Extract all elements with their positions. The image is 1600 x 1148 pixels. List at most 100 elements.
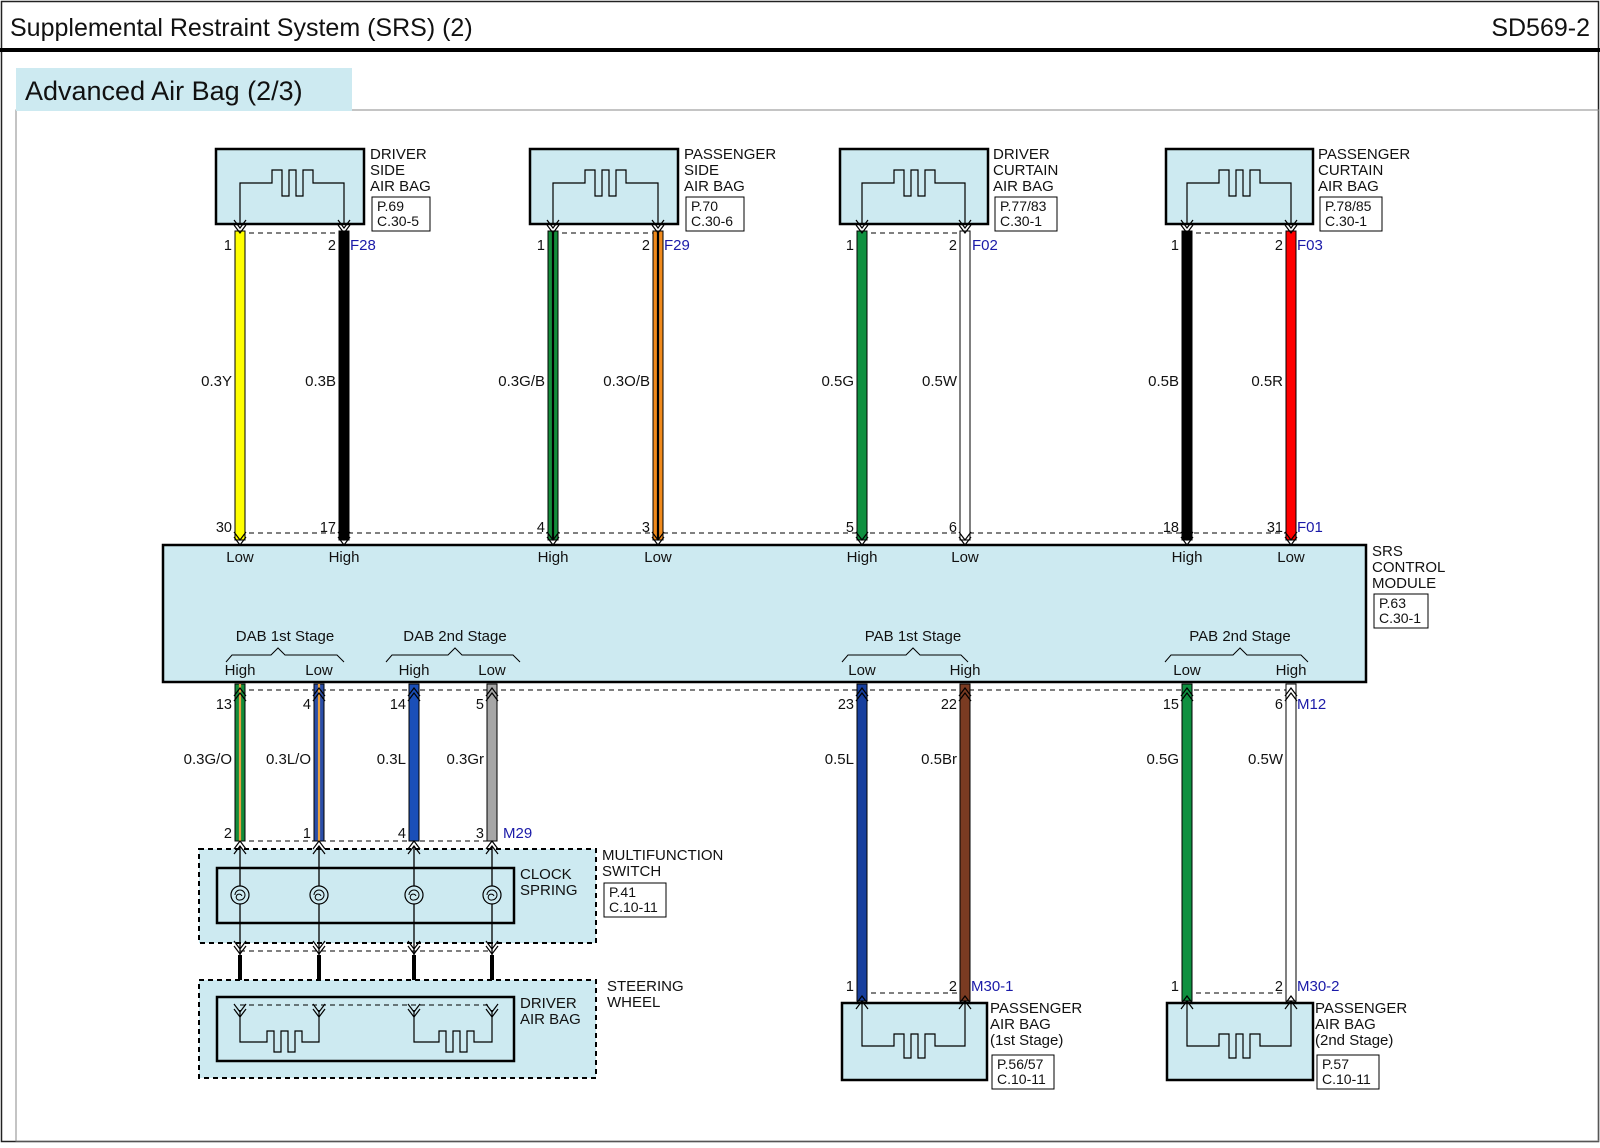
squib-symbol [1186, 169, 1292, 224]
ref-page: P.63 [1379, 595, 1406, 611]
wire-label: 0.5L [825, 751, 854, 768]
terminal-arrow-load [958, 995, 972, 1010]
pin-number: 22 [941, 697, 957, 713]
terminal-label: High [847, 549, 878, 566]
ref-box [1373, 593, 1429, 629]
component-name: PASSENGER CURTAIN AIR BAG [1318, 146, 1414, 195]
terminal-label: Low [951, 549, 979, 566]
squib-symbol [1186, 1003, 1292, 1059]
pin-number: 2 [1275, 979, 1283, 995]
pin-number: 1 [537, 238, 545, 254]
terminal-arrow-module [485, 687, 499, 702]
terminal-arrow-top [546, 219, 560, 234]
wire-u2 [338, 230, 350, 541]
terminal-arrow-load [1180, 995, 1194, 1010]
terminal-arrow-switch-in [233, 840, 247, 855]
terminal-arrow-module [312, 687, 326, 702]
pin-number: 3 [642, 520, 650, 536]
pin-number: 1 [1171, 979, 1179, 995]
ref-connector: C.30-5 [377, 213, 419, 229]
ref-box [1316, 1054, 1380, 1090]
wire-l2 [313, 683, 325, 842]
connector-f02: F02 [972, 237, 998, 254]
connector-m12: M12 [1297, 696, 1326, 713]
terminal-arrow-top [958, 219, 972, 234]
wire-u5 [856, 230, 868, 541]
wire-label: 0.5G [821, 373, 854, 390]
ref-connector: C.10-11 [1322, 1071, 1371, 1087]
terminal-arrow-module [1284, 687, 1298, 702]
wire-label: 0.5G [1146, 751, 1179, 768]
terminal-arrow-top [855, 219, 869, 234]
ref-box [371, 196, 431, 232]
wire-u1 [234, 230, 246, 541]
terminal-label: High [538, 549, 569, 566]
ref-page: P.57 [1322, 1056, 1349, 1072]
squib-symbol [552, 169, 659, 224]
terminal-label: High [329, 549, 360, 566]
terminal-label: Low [305, 662, 333, 679]
pin-number: 5 [476, 697, 484, 713]
passenger-curtain-air-bag: PASSENGER CURTAIN AIR BAG P.78/85 C.30-1 [1164, 146, 1414, 232]
wire-label: 0.3G/B [498, 373, 545, 390]
terminal-arrow-module [651, 531, 665, 546]
page-code: SD569-2 [1491, 14, 1590, 42]
pin-number: 14 [390, 697, 406, 713]
terminal-arrow-module [546, 531, 560, 546]
section-banner [16, 68, 352, 111]
component-name: MULTIFUNCTION SWITCH [602, 847, 728, 880]
pin-number: 30 [216, 520, 232, 536]
wire-label: 0.3O/B [603, 373, 650, 390]
wire-l4 [486, 683, 498, 842]
terminal-arrow-airbag [312, 1003, 326, 1018]
srs-control-module: SRS CONTROL MODULE P.63 C.30-1 [161, 543, 1449, 684]
terminal-arrow-top [1180, 219, 1194, 234]
group-label-dab2: DAB 2nd Stage [403, 628, 506, 645]
terminal-arrow-module [855, 531, 869, 546]
sheet-border [15, 109, 1600, 1142]
ref-connector: C.30-6 [691, 213, 733, 229]
wire-u7 [1181, 230, 1193, 541]
wire-label: 0.5Br [921, 751, 957, 768]
ref-page: P.77/83 [1000, 198, 1047, 214]
pin-number: 13 [216, 697, 232, 713]
ref-box [991, 1054, 1055, 1090]
wire-label: 0.5R [1251, 373, 1283, 390]
wire-label: 0.5W [922, 373, 958, 390]
ref-page: P.69 [377, 198, 404, 214]
terminal-label: High [950, 662, 981, 679]
terminals-layer: 1300.3YLow2170.3BHigh140.3G/BHigh230.3O/… [184, 219, 1306, 1018]
pin-number: 15 [1163, 697, 1179, 713]
terminal-arrow-top [233, 219, 247, 234]
component-name: DRIVER AIR BAG [520, 995, 581, 1028]
connector-f03: F03 [1297, 237, 1323, 254]
terminal-arrow-module [1284, 531, 1298, 546]
driver-curtain-air-bag: DRIVER CURTAIN AIR BAG P.77/83 C.30-1 [838, 146, 1058, 232]
connector-m30-1: M30-1 [971, 978, 1014, 995]
pin-number: 2 [949, 238, 957, 254]
section-title: Advanced Air Bag (2/3) [25, 76, 303, 106]
wire-label: 0.3Gr [446, 751, 484, 768]
wire-label: 0.3G/O [184, 751, 232, 768]
terminal-arrow-module [337, 531, 351, 546]
connector-m30-2: M30-2 [1297, 978, 1340, 995]
wire-l7 [1181, 683, 1193, 1002]
wire-u3 [547, 230, 559, 541]
terminal-arrow-airbag [407, 1003, 421, 1018]
terminal-arrow-module [233, 531, 247, 546]
ref-page: P.70 [691, 198, 718, 214]
pin-number: 6 [949, 520, 957, 536]
pin-number: 2 [642, 238, 650, 254]
driver-air-bag: DRIVER AIR BAG [215, 995, 581, 1063]
terminal-arrow-switch-out [407, 940, 421, 955]
component-name: SRS CONTROL MODULE [1372, 543, 1449, 592]
terminal-arrow-switch-in [407, 840, 421, 855]
terminal-label: Low [848, 662, 876, 679]
terminal-arrow-switch-out [233, 940, 247, 955]
pin-number: 18 [1163, 520, 1179, 536]
ref-connector: C.30-1 [1379, 610, 1421, 626]
connector-f01: F01 [1297, 519, 1323, 536]
terminal-label: Low [478, 662, 506, 679]
